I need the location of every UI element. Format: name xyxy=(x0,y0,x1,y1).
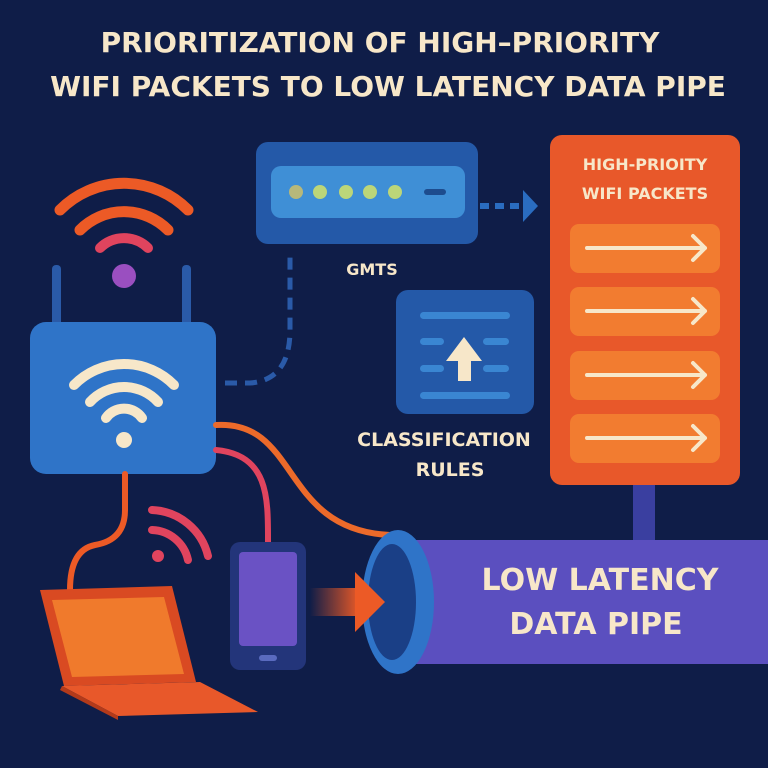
arrow-right-icon xyxy=(585,424,707,452)
dashed-connector xyxy=(225,250,293,386)
laptop-icon xyxy=(40,586,258,720)
title-line-2: WIFI PACKETS TO LOW LATENCY DATA PIPE xyxy=(50,70,726,103)
wifi-signal-icon xyxy=(54,177,194,288)
motion-arrow-icon xyxy=(310,572,385,632)
packets-label-1: HIGH-PRIOITY xyxy=(583,155,708,174)
panel-stand xyxy=(633,480,655,540)
classification-label-2: RULES xyxy=(416,459,485,481)
classification-rules-icon xyxy=(396,290,534,414)
gmts-device xyxy=(256,142,478,244)
router xyxy=(30,265,216,474)
wifi-icon xyxy=(69,358,179,448)
high-priority-packets-panel xyxy=(550,135,740,485)
packets-label-2: WIFI PACKETS xyxy=(582,184,708,203)
gmts-label: GMTS xyxy=(346,260,398,279)
dashed-arrow-icon xyxy=(480,190,538,222)
pipe-label-1: LOW LATENCY xyxy=(482,563,720,598)
cables xyxy=(67,421,393,593)
arrow-right-icon xyxy=(585,234,707,262)
pipe-label-2: DATA PIPE xyxy=(509,607,682,642)
phone-signal-icon xyxy=(148,506,212,564)
low-latency-data-pipe xyxy=(362,530,768,674)
arrow-right-icon xyxy=(585,297,707,325)
arrow-right-icon xyxy=(585,361,707,389)
title-line-1: PRIORITIZATION OF HIGH–PRIORITY xyxy=(101,26,660,59)
classification-label-1: CLASSIFICATION xyxy=(357,429,531,451)
smartphone-icon xyxy=(230,542,306,670)
